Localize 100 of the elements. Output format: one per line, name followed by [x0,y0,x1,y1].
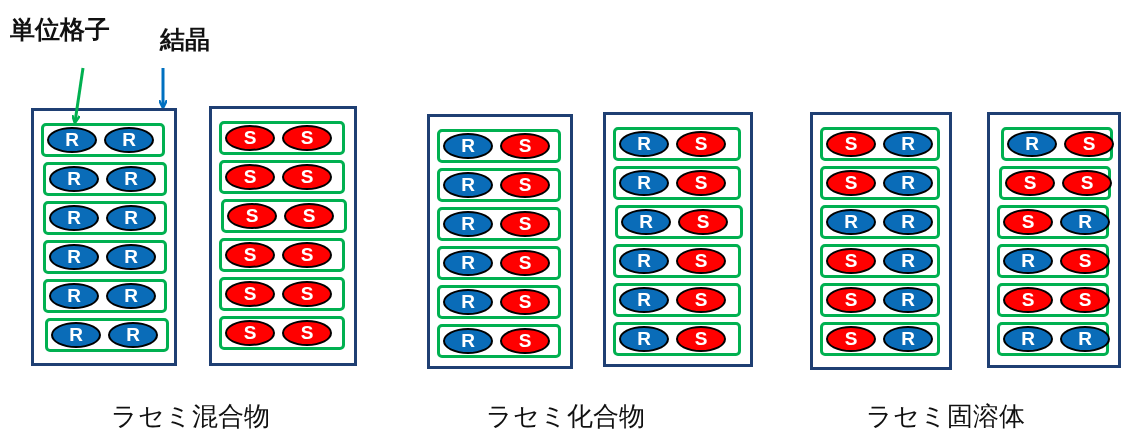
crystal-box [31,108,177,366]
molecule-ellipse: R [443,289,493,315]
unit-cell-box [613,127,741,161]
molecule-ellipse: R [106,166,156,192]
unit-cell-box [615,205,743,239]
unit-cell-box [437,207,561,241]
unit-cell-box [999,166,1111,200]
molecule-ellipse: S [1003,209,1053,235]
molecule-ellipse: R [49,166,99,192]
unit-cell-box [437,324,561,358]
molecule-ellipse: R [1003,326,1053,352]
molecule-ellipse: S [826,248,876,274]
molecule-ellipse: R [104,127,154,153]
molecule-ellipse: S [676,248,726,274]
molecule-ellipse: R [443,250,493,276]
molecule-ellipse: R [883,209,933,235]
molecule-ellipse: R [621,209,671,235]
molecule-ellipse: R [619,326,669,352]
molecule-ellipse: S [676,131,726,157]
molecule-ellipse: R [1060,326,1110,352]
molecule-ellipse: S [1005,170,1055,196]
molecule-ellipse: S [826,326,876,352]
molecule-ellipse: R [619,287,669,313]
unit-cell-box [41,123,165,157]
molecule-ellipse: R [49,205,99,231]
unit-cell-box [219,121,345,155]
unit-cell-box [820,205,940,239]
molecule-ellipse: R [883,131,933,157]
molecule-ellipse: S [500,250,550,276]
unit-cell-box [820,322,940,356]
molecule-ellipse: R [883,326,933,352]
unit-cell-box [43,201,167,235]
unit-cell-box [997,244,1109,278]
crystal-box [427,114,573,369]
molecule-ellipse: R [826,209,876,235]
unit-cell-box [820,244,940,278]
unit-cell-box [219,160,345,194]
molecule-ellipse: S [826,170,876,196]
crystal-box [603,112,753,367]
molecule-ellipse: R [883,248,933,274]
molecule-ellipse: R [1003,248,1053,274]
crystal-box [987,112,1121,368]
unit-cell-box [820,127,940,161]
unit-cell-box [219,316,345,350]
molecule-ellipse: R [443,328,493,354]
unit-cell-box [43,240,167,274]
unit-cell-box [437,129,561,163]
molecule-ellipse: R [443,133,493,159]
molecule-ellipse: S [225,281,275,307]
unit-cell-box [613,244,741,278]
molecule-ellipse: S [1062,170,1112,196]
molecule-ellipse: S [1060,287,1110,313]
molecule-ellipse: R [443,172,493,198]
molecule-ellipse: S [227,203,277,229]
caption: ラセミ化合物 [485,403,645,429]
crystal-box [810,112,952,370]
molecule-ellipse: R [51,322,101,348]
caption: ラセミ混合物 [110,403,270,429]
molecule-ellipse: R [106,244,156,270]
molecule-ellipse: R [49,244,99,270]
molecule-ellipse: S [676,170,726,196]
molecule-ellipse: S [225,164,275,190]
molecule-ellipse: S [1003,287,1053,313]
unit-cell-box [221,199,347,233]
unit-cell-box [43,279,167,313]
unit-cell-box [45,318,169,352]
molecule-ellipse: S [500,172,550,198]
molecule-ellipse: S [676,326,726,352]
molecule-ellipse: R [108,322,158,348]
molecule-ellipse: S [282,125,332,151]
molecule-ellipse: R [47,127,97,153]
unit-cell-box [437,246,561,280]
unit-cell-box [437,285,561,319]
molecule-ellipse: S [225,320,275,346]
molecule-ellipse: R [49,283,99,309]
molecule-ellipse: R [619,248,669,274]
molecule-ellipse: S [826,287,876,313]
molecule-ellipse: S [225,125,275,151]
molecule-ellipse: S [282,164,332,190]
unit-cell-box [997,205,1109,239]
molecule-ellipse: R [883,287,933,313]
molecule-ellipse: R [619,170,669,196]
arrow [157,68,169,110]
molecule-ellipse: S [500,211,550,237]
molecule-ellipse: S [282,281,332,307]
molecule-ellipse: R [883,170,933,196]
molecule-ellipse: R [443,211,493,237]
molecule-ellipse: S [500,133,550,159]
unit-cell-box [219,238,345,272]
unit-cell-box [820,166,940,200]
molecule-ellipse: S [676,287,726,313]
arrow [70,67,85,125]
unit-cell-box [43,162,167,196]
molecule-ellipse: S [500,328,550,354]
unit-cell-box [437,168,561,202]
molecule-ellipse: R [106,283,156,309]
unit-cell-box [1001,127,1113,161]
unit-cell-box [613,166,741,200]
molecule-ellipse: R [1060,209,1110,235]
callout-label: 単位格子 [10,17,110,42]
